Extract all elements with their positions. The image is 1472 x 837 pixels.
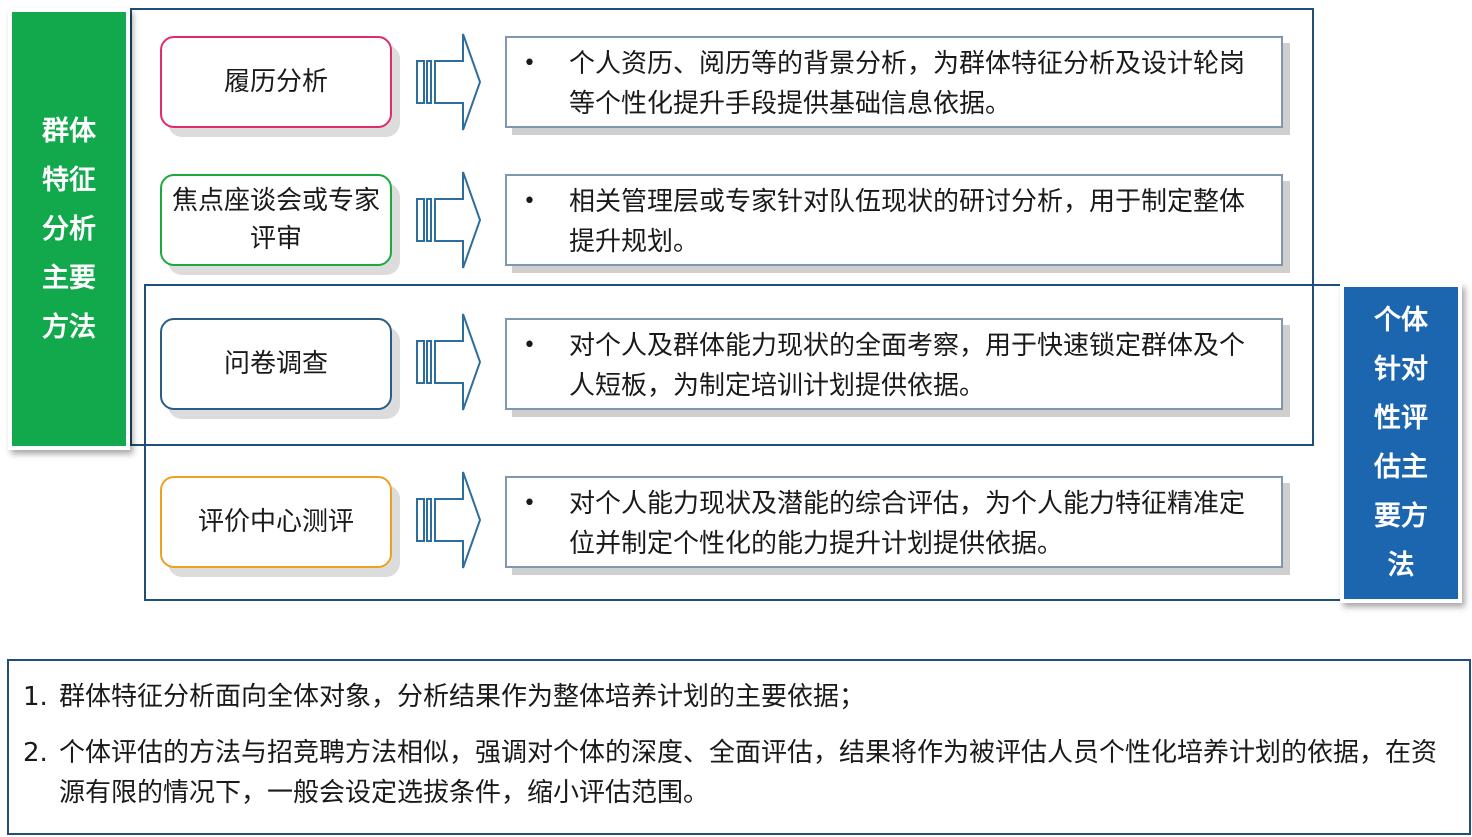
method-assessment-center: 评价中心测评 [160, 476, 392, 568]
individual-assessment-label: 个体 针对 性评 估主 要方 法 [1340, 283, 1462, 603]
method-label: 评价中心测评 [197, 507, 354, 537]
note-item: 2. 个体评估的方法与招竞聘方法相似，强调对个体的深度、全面评估，结果将作为被评… [23, 733, 1455, 813]
notes-box: 1. 群体特征分析面向全体对象，分析结果作为整体培养计划的主要依据； 2. 个体… [7, 659, 1471, 835]
individual-label-line: 要方 [1374, 501, 1428, 532]
group-label-line: 主要 [42, 262, 96, 294]
individual-label-line: 法 [1387, 550, 1415, 581]
individual-label-line: 个体 [1374, 305, 1428, 336]
group-analysis-label: 群体 特征 分析 主要 方法 [8, 8, 130, 450]
method-questionnaire: 问卷调查 [160, 318, 392, 410]
note-text: 个体评估的方法与招竞聘方法相似，强调对个体的深度、全面评估，结果将作为被评估人员… [59, 738, 1438, 808]
group-analysis-frame [130, 8, 1314, 446]
arrow-right-icon [416, 33, 482, 131]
note-number: 1. [23, 682, 48, 712]
individual-label-line: 性评 [1374, 403, 1428, 434]
description-box: • 对个人能力现状及潜能的综合评估，为个人能力特征精准定位并制定个性化的能力提升… [505, 476, 1283, 568]
group-label-line: 群体 [42, 115, 96, 147]
group-label-line: 特征 [42, 164, 96, 196]
method-label: 问卷调查 [223, 349, 328, 379]
method-label: 履历分析 [223, 67, 328, 97]
description-text: 相关管理层或专家针对队伍现状的研讨分析，用于制定整体提升规划。 [569, 187, 1246, 257]
bullet: • [523, 491, 536, 516]
group-label-line: 方法 [42, 311, 96, 343]
note-number: 2. [23, 738, 48, 768]
description-box: • 对个人及群体能力现状的全面考察，用于快速锁定群体及个人短板，为制定培训计划提… [505, 318, 1283, 410]
bullet: • [523, 51, 536, 76]
method-resume-analysis: 履历分析 [160, 36, 392, 128]
description-text: 对个人能力现状及潜能的综合评估，为个人能力特征精准定位并制定个性化的能力提升计划… [569, 489, 1246, 559]
arrow-right-icon [416, 471, 482, 569]
description-text: 对个人及群体能力现状的全面考察，用于快速锁定群体及个人短板，为制定培训计划提供依… [569, 331, 1246, 401]
individual-label-line: 针对 [1374, 354, 1428, 385]
bullet: • [523, 189, 536, 214]
method-label: 焦点座谈会或专家评审 [172, 186, 381, 254]
description-box: • 个人资历、阅历等的背景分析，为群体特征分析及设计轮岗等个性化提升手段提供基础… [505, 36, 1283, 128]
arrow-right-icon [416, 171, 482, 269]
group-label-line: 分析 [42, 213, 96, 245]
description-box: • 相关管理层或专家针对队伍现状的研讨分析，用于制定整体提升规划。 [505, 174, 1283, 266]
note-text: 群体特征分析面向全体对象，分析结果作为整体培养计划的主要依据； [59, 682, 866, 712]
method-focus-group: 焦点座谈会或专家评审 [160, 174, 392, 266]
note-item: 1. 群体特征分析面向全体对象，分析结果作为整体培养计划的主要依据； [23, 677, 1455, 717]
arrow-right-icon [416, 313, 482, 411]
description-text: 个人资历、阅历等的背景分析，为群体特征分析及设计轮岗等个性化提升手段提供基础信息… [569, 49, 1246, 119]
bullet: • [523, 333, 536, 358]
individual-label-line: 估主 [1374, 452, 1428, 483]
